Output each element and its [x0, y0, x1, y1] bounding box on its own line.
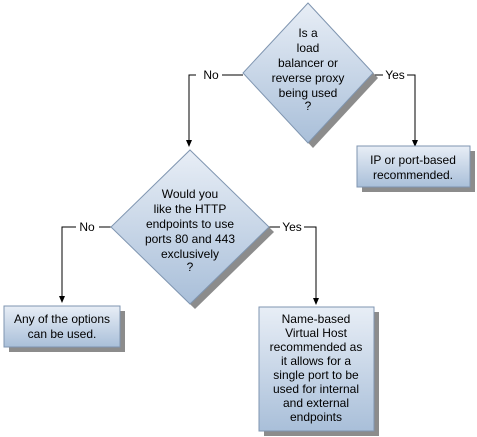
outcome-name-based-line-5: single port to be	[273, 368, 359, 382]
decision-http-ports-line-5: exclusively	[161, 247, 219, 261]
decision-load-balancer: Is a load balancer or reverse proxy bein…	[242, 2, 378, 148]
outcome-name-based-line-7: and external	[283, 396, 349, 410]
connector-d2-no	[59, 226, 111, 303]
outcome-ip-port-line-1: IP or port-based	[370, 153, 456, 167]
outcome-any-line-2: can be used.	[28, 327, 97, 341]
outcome-ip-port-line-2: recommended.	[373, 168, 453, 182]
edge-label-d1-yes: Yes	[385, 68, 405, 82]
decision-http-ports: Would you like the HTTP endpoints to use…	[110, 149, 274, 309]
outcome-name-based: Name-based Virtual Host recommended as i…	[258, 306, 379, 436]
outcome-name-based-line-4: it allows for a	[281, 354, 351, 368]
decision-load-balancer-line-6: ?	[305, 99, 312, 113]
decision-load-balancer-line-1: Is a	[298, 26, 318, 40]
decision-load-balancer-line-4: reverse proxy	[272, 71, 345, 85]
connector-d1-yes	[373, 74, 418, 147]
decision-http-ports-line-1: Would you	[162, 187, 218, 201]
outcome-name-based-line-6: used for internal	[273, 382, 359, 396]
decision-http-ports-line-3: endpoints to use	[146, 217, 234, 231]
decision-load-balancer-line-2: load	[297, 41, 320, 55]
outcome-any-line-1: Any of the options	[14, 312, 110, 326]
connector-d1-no	[186, 74, 243, 147]
outcome-name-based-line-8: endpoints	[290, 410, 342, 424]
decision-http-ports-line-2: like the HTTP	[154, 202, 227, 216]
outcome-ip-port-based: IP or port-based recommended.	[356, 145, 475, 192]
outcome-any-option: Any of the options can be used.	[3, 305, 125, 352]
edge-label-d2-yes: Yes	[282, 220, 302, 234]
connector-d2-yes	[269, 226, 319, 305]
edge-label-d1-no: No	[203, 68, 219, 82]
outcome-name-based-line-1: Name-based	[282, 312, 351, 326]
decision-load-balancer-line-3: balancer or	[278, 56, 338, 70]
decision-http-ports-line-4: ports 80 and 443	[145, 232, 235, 246]
decision-http-ports-line-6: ?	[187, 260, 194, 274]
outcome-name-based-line-3: recommended as	[270, 340, 363, 354]
decision-load-balancer-line-5: being used	[279, 86, 338, 100]
edge-label-d2-no: No	[79, 220, 95, 234]
outcome-name-based-line-2: Virtual Host	[285, 326, 347, 340]
